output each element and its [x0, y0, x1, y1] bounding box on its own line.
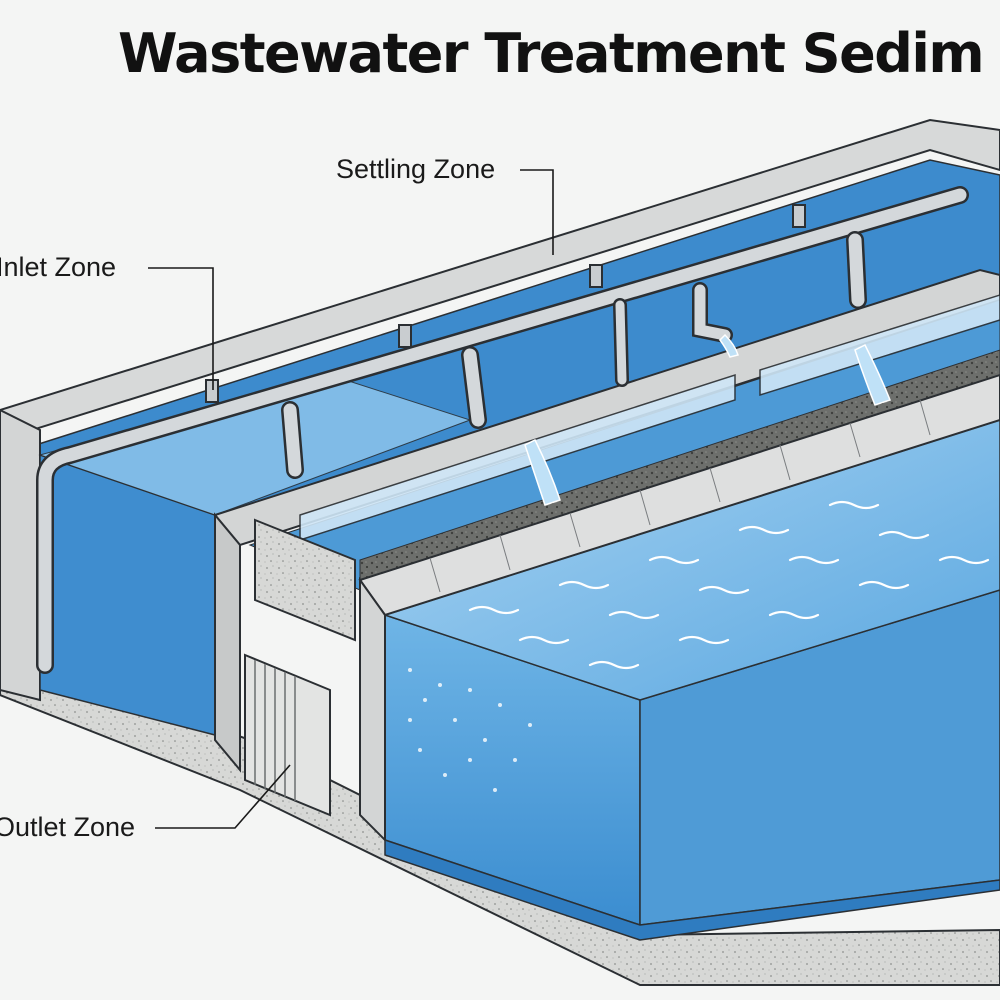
perforated-baffle [299, 294, 1000, 542]
tank-back-wall [0, 118, 1000, 442]
inlet-zone-label: Inlet Zone [0, 252, 117, 282]
settling-particles [408, 668, 532, 792]
outlet-grate-bars [254, 660, 296, 801]
water-ripples [468, 500, 990, 670]
rim-panel-lines [429, 399, 931, 593]
tank-left-wall [0, 408, 41, 702]
callout-leaders [148, 169, 554, 829]
basin-near-wall [359, 576, 386, 843]
inlet-water-streams [524, 333, 891, 506]
outlet-zone-label: Outlet Zone [0, 812, 136, 842]
basin-bottom-edge [384, 838, 1000, 941]
pipe-valves [205, 204, 806, 403]
page-title: Wastewater Treatment Sedim [118, 22, 985, 85]
settling-zone-label: Settling Zone [336, 154, 496, 184]
inlet-pipe [36, 186, 969, 674]
weir-block [254, 518, 356, 642]
outlet-channel-grate [244, 653, 331, 817]
inlet-baffle-wall-face [214, 512, 241, 773]
